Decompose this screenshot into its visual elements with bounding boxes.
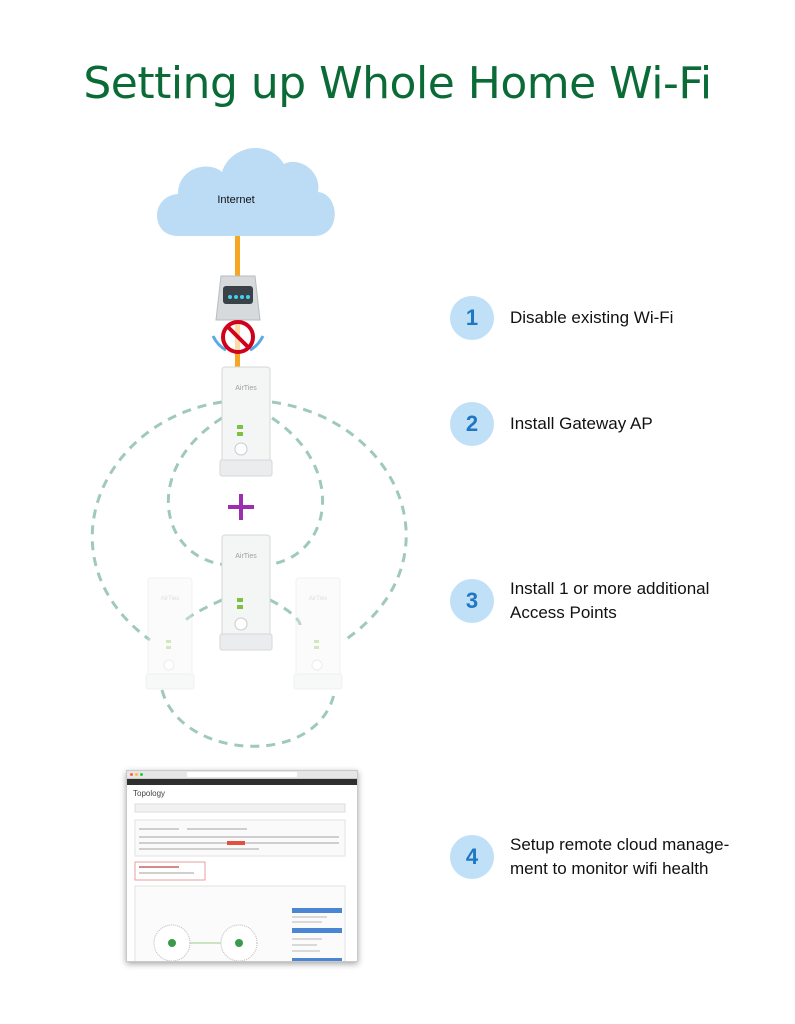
cloud-shape [157,148,335,236]
step-number-badge: 4 [450,835,494,879]
coverage-arc-bottom [160,689,337,748]
step-2: 2 Install Gateway AP [450,402,653,446]
browser-chrome [127,771,357,779]
modem-device [215,275,261,321]
coverage-arc-mid-left [182,598,223,627]
step-number-badge: 1 [450,296,494,340]
step-label: Install 1 or more additional Access Poin… [510,579,710,622]
step-number-badge: 3 [450,579,494,623]
additional-access-point: AirTies [219,534,273,651]
optional-access-point-right: AirTies [293,577,343,690]
cloud-label: Internet [217,194,254,206]
cloud-management-screenshot: Topology [126,770,358,962]
svg-text:AirTies: AirTies [161,596,179,602]
step-1: 1 Disable existing Wi-Fi [450,296,673,340]
step-label: Setup remote cloud manage- ment to monit… [510,835,730,878]
ap-brand-label-center: AirTies [235,553,257,560]
coverage-arc-inner-right [264,416,325,567]
internet-cloud: Internet [157,148,335,236]
step-number-badge: 2 [450,402,494,446]
step-4: 4 Setup remote cloud manage- ment to mon… [450,833,729,881]
coverage-arc-inner-left [166,416,229,567]
page-title: Setting up Whole Home Wi-Fi [83,58,712,109]
disabled-wifi-waves [211,335,265,352]
step-label: Disable existing Wi-Fi [510,308,674,327]
coverage-arc-right [271,400,408,642]
ethernet-cable [235,236,240,276]
ap-brand-label: AirTies [235,385,257,392]
gateway-access-point: AirTies [219,366,273,477]
screenshot-page-title: Topology [133,789,166,798]
screenshot-content [134,803,346,961]
plus-icon [228,494,254,520]
coverage-arc-left [90,400,223,642]
app-navbar [127,779,357,785]
coverage-arc-mid-right [269,598,302,626]
svg-text:AirTies: AirTies [309,596,327,602]
prohibited-icon [221,320,255,354]
optional-access-point-left: AirTies [145,577,195,690]
wireless-links [90,400,408,748]
step-3: 3 Install 1 or more additional Access Po… [450,577,709,625]
step-label: Install Gateway AP [510,414,653,433]
